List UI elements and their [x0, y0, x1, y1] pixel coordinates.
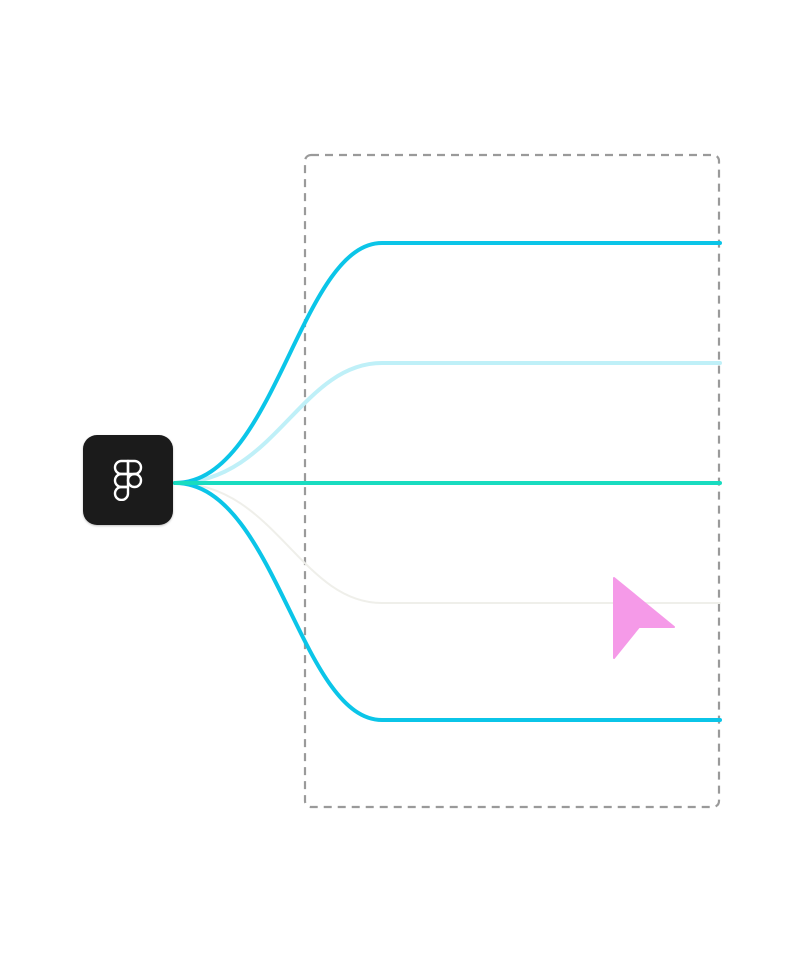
source-app-tile[interactable] — [83, 435, 173, 525]
connector-upper-faded — [173, 361, 722, 485]
pointer-cursor-icon — [613, 577, 675, 659]
connector-top — [173, 241, 722, 485]
figma-logo-icon — [113, 459, 143, 501]
connector-bottom — [173, 481, 722, 722]
connector-lower-faint — [174, 482, 721, 604]
